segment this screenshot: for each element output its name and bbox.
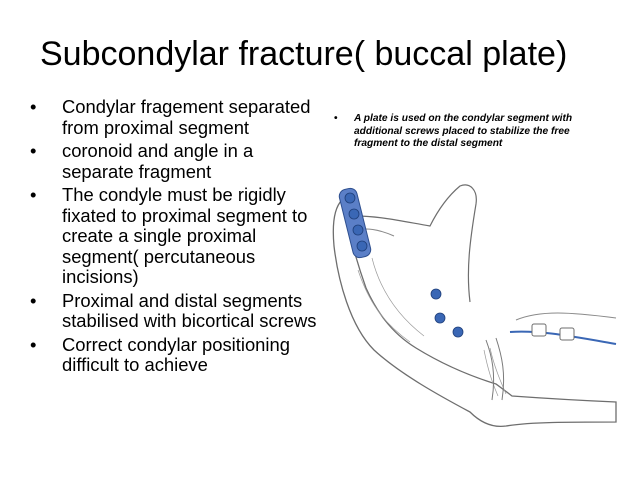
bone-plate-icon — [338, 187, 372, 259]
bullet-item: • Condylar fragement separated from proxi… — [26, 96, 326, 138]
bullet-item: • Proximal and distal segments stabilised… — [26, 289, 326, 332]
bullet-marker: • — [30, 333, 37, 355]
ramus-outline-icon — [355, 184, 477, 303]
mandible-outline-icon — [332, 198, 617, 428]
bullet-item: • The condyle must be rigidly fixated to … — [26, 184, 326, 288]
screw-icon — [344, 192, 464, 338]
dental-wire-icon — [509, 312, 617, 345]
distal-fracture-edge-icon — [485, 337, 505, 401]
bullet-marker: • — [30, 184, 37, 205]
bullet-marker: • — [30, 289, 37, 311]
bullet-marker: • — [30, 140, 37, 161]
bullet-text: Correct condylar positioning difficult t… — [62, 333, 290, 375]
plate-note: • A plate is used on the condylar segmen… — [334, 113, 604, 151]
slide-title: Subcondylar fracture( buccal plate) — [40, 35, 568, 73]
note-bullet-marker: • — [334, 113, 338, 124]
bullet-text: Condylar fragement separated from proxim… — [62, 96, 311, 138]
mandible-illustration — [332, 184, 617, 428]
bullet-text: The condyle must be rigidly fixated to p… — [62, 184, 308, 287]
bullet-marker: • — [30, 96, 37, 117]
shading-icon — [357, 257, 507, 397]
bullet-item: • Correct condylar positioning difficult … — [26, 333, 326, 376]
bullet-item: • coronoid and angle in a separate fragme… — [26, 140, 326, 182]
bullet-list: • Condylar fragement separated from proxi… — [26, 96, 326, 379]
bullet-text: Proximal and distal segments stabilised … — [62, 289, 317, 331]
bullet-text: coronoid and angle in a separate fragmen… — [62, 140, 254, 182]
note-text: A plate is used on the condylar segment … — [354, 113, 573, 149]
